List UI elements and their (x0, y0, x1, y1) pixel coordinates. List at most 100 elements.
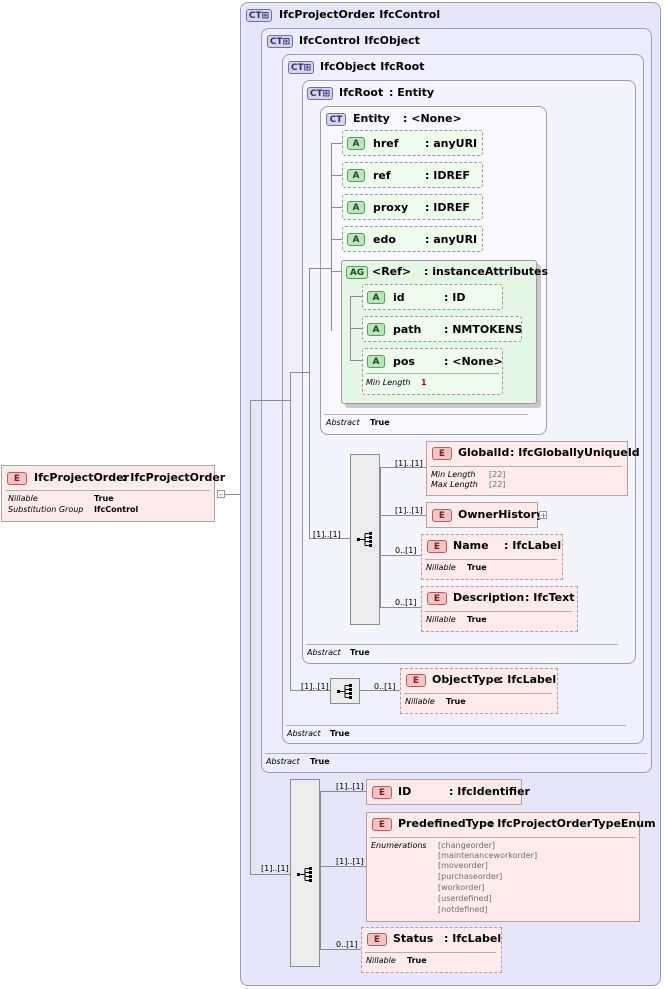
complextype-badge: CT⊞ (246, 9, 272, 22)
prop-nillable-value: True (467, 615, 487, 624)
cardinality: [1]..[1] (313, 530, 341, 539)
connector-line (290, 372, 291, 690)
enum-value: [maintenanceworkorder] (438, 851, 538, 860)
root-element-name: IfcProjectOrder (34, 471, 129, 484)
element-name: PredefinedType (398, 817, 495, 830)
divider (6, 490, 210, 491)
divider (430, 466, 622, 467)
prop-subst-value: IfcControl (94, 505, 139, 514)
attribute-edo[interactable]: A edo : anyURI (342, 226, 483, 252)
attribute-badge: A (367, 291, 385, 304)
attribute-type: : NMTOKENS (444, 323, 523, 336)
complextype-base: : Entity (389, 86, 435, 99)
complextype-badge: CT⊞ (288, 61, 314, 74)
attribute-name: edo (373, 233, 396, 246)
attribute-group-badge: AG (346, 266, 368, 279)
complextype-base: : IfcObject (356, 34, 420, 47)
attribute-proxy[interactable]: A proxy : IDREF (342, 194, 483, 220)
element-status[interactable]: E Status : IfcLabel Nillable True (361, 927, 502, 973)
element-name-field[interactable]: E Name : IfcLabel Nillable True (421, 534, 563, 580)
collapse-toggle[interactable]: – (217, 490, 225, 499)
complextype-badge: CT (326, 113, 346, 126)
divider (370, 837, 636, 838)
attribute-badge: A (347, 137, 365, 150)
attribute-id[interactable]: A id : ID (362, 284, 503, 310)
divider (265, 753, 647, 754)
element-objecttype[interactable]: E ObjectType : IfcLabel Nillable True (400, 668, 558, 714)
connector-line (290, 690, 330, 691)
element-name: GlobalId (458, 446, 510, 459)
complextype-name: IfcObject (320, 60, 376, 73)
prop-nillable-label: Nillable (8, 494, 38, 503)
element-type: : IfcLabel (504, 539, 562, 552)
connector-line (290, 372, 309, 373)
cardinality: 0..[1] (374, 682, 396, 691)
element-badge: E (432, 509, 452, 522)
cardinality: [1]..[1] (336, 857, 364, 866)
sequence-compositor[interactable] (350, 454, 380, 625)
connector-line (309, 538, 350, 539)
connector-line (331, 143, 332, 331)
enum-value: [workorder] (438, 883, 485, 892)
element-badge: E (406, 674, 426, 687)
prop-nillable-value: True (94, 494, 114, 503)
abstract-value: True (370, 418, 390, 427)
complextype-base: : IfcRoot (372, 60, 425, 73)
sequence-icon (297, 867, 312, 882)
connector-line (250, 400, 270, 401)
element-name: OwnerHistory (458, 508, 544, 521)
divider (404, 693, 552, 694)
element-type: : IfcLabel (499, 673, 557, 686)
connector-line (250, 400, 251, 874)
sequence-compositor[interactable] (330, 678, 360, 704)
connector-line (380, 467, 426, 468)
attribute-ref[interactable]: A ref : IDREF (342, 162, 483, 188)
element-badge: E (372, 786, 392, 799)
element-id[interactable]: E ID : IfcIdentifier (366, 779, 530, 805)
attribute-type: : IDREF (425, 201, 470, 214)
element-type: : IfcText (525, 591, 575, 604)
attribute-badge: A (347, 233, 365, 246)
attribute-type: : ID (444, 291, 466, 304)
element-description[interactable]: E Description : IfcText Nillable True (421, 586, 578, 632)
divider (306, 644, 618, 645)
element-predefinedtype[interactable]: E PredefinedType : IfcProjectOrderTypeEn… (366, 812, 656, 922)
sequence-compositor[interactable] (290, 779, 320, 967)
complextype-name: IfcRoot (339, 86, 384, 99)
element-ownerhistory[interactable]: E OwnerHistory (426, 502, 543, 528)
attribute-href[interactable]: A href : anyURI (342, 130, 483, 156)
expand-toggle[interactable]: + (539, 511, 547, 520)
complextype-name: IfcProjectOrder (279, 8, 374, 21)
attribute-path[interactable]: A path : NMTOKENS (362, 316, 522, 342)
attribute-pos[interactable]: A pos : <None> Min Length 1 (362, 348, 503, 395)
abstract-value: True (350, 648, 370, 657)
element-name: ObjectType (432, 673, 501, 686)
connector-line (331, 143, 342, 144)
connector-line (331, 207, 342, 208)
prop-nillable-value: True (446, 697, 466, 706)
connector-line (331, 175, 342, 176)
connector-line (320, 866, 366, 867)
prop-nillable-label: Nillable (426, 563, 456, 572)
cardinality: 0..[1] (336, 940, 358, 949)
element-globalid[interactable]: E GlobalId : IfcGloballyUniqueId Min Len… (426, 441, 640, 496)
connector-line (309, 268, 331, 269)
connector-line (320, 949, 361, 950)
root-element-ifcprojectorder[interactable]: E IfcProjectOrder : IfcProjectOrder Nill… (1, 465, 225, 522)
sequence-icon (337, 684, 352, 699)
cardinality: [1]..[1] (336, 782, 364, 791)
prop-nillable-value: True (467, 563, 487, 572)
abstract-label: Abstract (287, 729, 321, 738)
complextype-badge: CT⊞ (307, 87, 333, 100)
attribute-badge: A (347, 169, 365, 182)
connector-line (250, 874, 290, 875)
divider (425, 559, 557, 560)
attribute-name: ref (373, 169, 391, 182)
connector-line (225, 494, 240, 495)
attribute-group-name: <Ref> (372, 265, 412, 278)
prop-max-length-label: Max Length (431, 480, 478, 489)
prop-nillable-value: True (407, 956, 427, 965)
enumerations-label: Enumerations (371, 841, 427, 850)
attribute-type: : IDREF (425, 169, 470, 182)
element-name: ID (398, 785, 412, 798)
